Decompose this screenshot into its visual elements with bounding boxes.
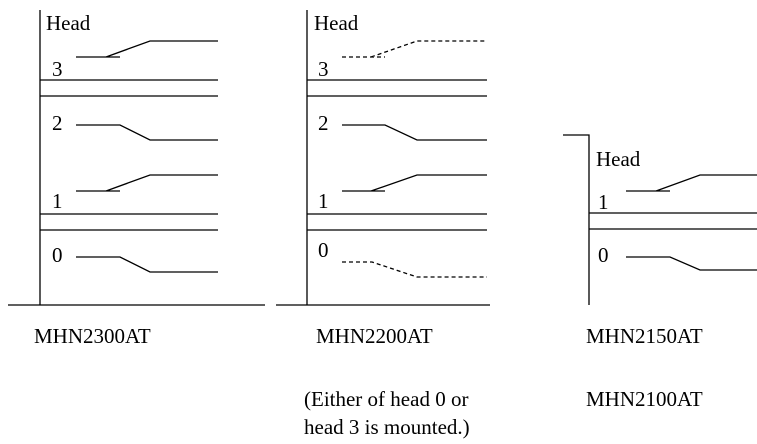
drive-1-head-3-number: 3 bbox=[52, 57, 63, 81]
drive-3-head-1-arm bbox=[626, 174, 757, 192]
drive-mhn2200at: Head 3 2 1 0 MHN2200AT (Either of head 0… bbox=[276, 10, 490, 439]
drive-3-head-0-arm bbox=[626, 256, 757, 271]
drive-3-spindle-line bbox=[563, 134, 590, 305]
drive-1-head-2-arm bbox=[76, 124, 218, 141]
drive-2-note-line-1: (Either of head 0 or bbox=[304, 387, 468, 411]
drive-mhn2150at-mhn2100at: Head 1 0 MHN2150AT MHN2100AT bbox=[563, 134, 757, 411]
drive-1-head-2-number: 2 bbox=[52, 111, 63, 135]
drive-1-head-label: Head bbox=[46, 11, 91, 35]
drive-3-model-alt-label: MHN2100AT bbox=[586, 387, 703, 411]
drive-1-head-0-number: 0 bbox=[52, 243, 63, 267]
drive-3-head-label: Head bbox=[596, 147, 641, 171]
drive-2-head-2-arm bbox=[342, 124, 487, 141]
drive-1-head-1-number: 1 bbox=[52, 189, 63, 213]
drive-1-model-label: MHN2300AT bbox=[34, 324, 151, 348]
drive-2-head-3-arm-optional bbox=[342, 40, 487, 58]
drive-2-model-label: MHN2200AT bbox=[316, 324, 433, 348]
drive-2-note-line-2: head 3 is mounted.) bbox=[304, 415, 470, 439]
drive-1-head-0-arm bbox=[76, 256, 218, 273]
drive-1-head-3-arm bbox=[76, 40, 218, 58]
drive-3-model-label: MHN2150AT bbox=[586, 324, 703, 348]
drive-2-head-0-number: 0 bbox=[318, 238, 329, 262]
drive-2-head-0-arm-optional bbox=[342, 261, 487, 278]
drive-1-head-1-arm bbox=[76, 174, 218, 192]
drive-2-head-3-number: 3 bbox=[318, 57, 329, 81]
drive-2-head-1-number: 1 bbox=[318, 189, 329, 213]
drive-2-head-1-arm bbox=[342, 174, 487, 192]
drive-3-head-1-number: 1 bbox=[598, 190, 609, 214]
drive-2-head-label: Head bbox=[314, 11, 359, 35]
drive-3-head-0-number: 0 bbox=[598, 243, 609, 267]
drive-2-head-2-number: 2 bbox=[318, 111, 329, 135]
drive-mhn2300at: Head 3 2 1 0 MHN2300AT bbox=[8, 10, 265, 348]
